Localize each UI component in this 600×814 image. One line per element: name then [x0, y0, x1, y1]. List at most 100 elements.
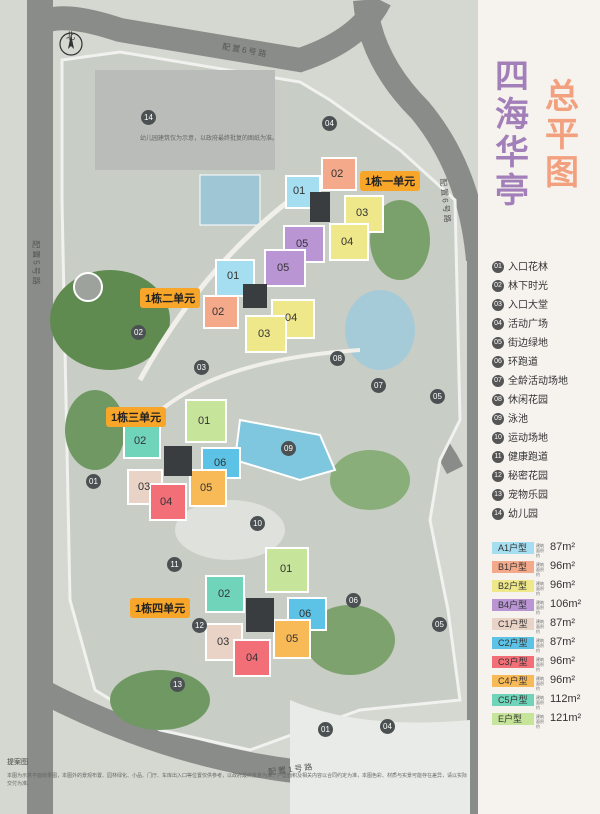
title-char: 平 [545, 116, 579, 154]
building-tag: 1栋四单元 [130, 598, 191, 618]
unit-number: 04 [341, 236, 354, 248]
zone-marker: 13 [170, 677, 185, 692]
unit-type-name: B2户型 [492, 580, 534, 592]
unit-type-row: C5户型建筑面积约 112m² [492, 693, 594, 710]
unit-type-row: B4户型建筑面积约 106m² [492, 598, 594, 615]
unit-number: 02 [212, 306, 225, 318]
unit-block [203, 295, 239, 329]
unit-type-caption: 建筑面积约 [536, 581, 544, 596]
building-1-unit-1 [283, 157, 384, 263]
building-1-unit-3 [123, 399, 241, 521]
unit-type-area: 87m² [550, 541, 576, 553]
unit-block [287, 597, 327, 631]
buildings-layer [123, 157, 384, 677]
zone-marker: 10 [250, 516, 265, 531]
zone-marker: 01 [318, 722, 333, 737]
unit-block [185, 399, 227, 443]
core [243, 284, 267, 308]
compass-icon [59, 32, 83, 56]
zone-marker: 14 [141, 110, 156, 125]
unit-type-row: B1户型建筑面积约 96m² [492, 560, 594, 577]
unit-type-area: 121m² [550, 712, 582, 724]
unit-block [329, 223, 369, 261]
unit-block [321, 157, 357, 191]
unit-type-caption: 建筑面积约 [536, 657, 544, 672]
zone-marker: 06 [346, 593, 361, 608]
unit-type-name: C5户型 [492, 694, 534, 706]
zone-marker: 02 [131, 325, 146, 340]
unit-number: 03 [258, 328, 271, 340]
unit-type-name: E户型 [492, 713, 534, 725]
unit-type-caption: 建筑面积约 [536, 714, 544, 729]
title-char: 总 [545, 78, 579, 116]
unit-number: 05 [277, 262, 290, 274]
north-label: 北 [66, 31, 76, 41]
unit-type-caption: 建筑面积约 [536, 638, 544, 653]
unit-type-caption: 建筑面积约 [536, 543, 544, 558]
title-char: 海 [495, 96, 529, 134]
unit-type-caption: 建筑面积约 [536, 562, 544, 577]
unit-type-name: C4户型 [492, 675, 534, 687]
unit-type-caption: 建筑面积约 [536, 695, 544, 710]
unit-block [264, 249, 306, 287]
building-tag: 1栋三单元 [106, 407, 167, 427]
zone-marker: 04 [322, 116, 337, 131]
unit-type-row: B2户型建筑面积约 96m² [492, 579, 594, 596]
unit-number: 05 [296, 238, 309, 250]
unit-block [233, 639, 271, 677]
unit-block [123, 423, 161, 459]
unit-type-area: 96m² [550, 560, 576, 572]
unit-block [265, 547, 309, 593]
unit-type-name: B4户型 [492, 599, 534, 611]
unit-number: 03 [138, 481, 151, 493]
unit-number: 03 [217, 636, 230, 648]
unit-type-name: C1户型 [492, 618, 534, 630]
unit-block [149, 483, 187, 521]
core [310, 192, 330, 222]
zone-marker: 01 [86, 474, 101, 489]
unit-type-area: 96m² [550, 579, 576, 591]
title-char: 华 [495, 134, 529, 172]
zone-marker: 11 [167, 557, 182, 572]
building-1-unit-2 [203, 249, 315, 353]
building-1-unit-4 [205, 547, 327, 677]
site-plan-map: 北 配置6号路 配置6号路 配置5号路 配置1号路 幼儿园建筑仅为示意，以政府最… [0, 0, 478, 814]
zone-marker: 05 [430, 389, 445, 404]
title-plan-name: 总 平 图 [542, 78, 582, 192]
unit-number: 05 [286, 633, 299, 645]
unit-type-caption: 建筑面积约 [536, 600, 544, 615]
unit-number: 04 [160, 496, 173, 508]
unit-type-caption: 建筑面积约 [536, 619, 544, 634]
unit-number: 02 [218, 588, 231, 600]
unit-type-area: 96m² [550, 655, 576, 667]
title-project-name: 四 海 华 亭 [492, 58, 532, 210]
unit-type-area: 112m² [550, 693, 581, 705]
zone-marker: 04 [380, 719, 395, 734]
unit-number: 02 [134, 435, 147, 447]
unit-number-layer: 01 02 03 04 05 01 02 03 04 05 01 02 03 0… [134, 168, 368, 664]
unit-type-area: 106m² [550, 598, 582, 610]
unit-block [189, 469, 227, 507]
zone-marker: 07 [371, 378, 386, 393]
unit-number: 01 [293, 185, 306, 197]
unit-number: 02 [331, 168, 344, 180]
zone-marker: 08 [330, 351, 345, 366]
unit-number: 04 [285, 312, 298, 324]
unit-type-name: B1户型 [492, 561, 534, 573]
unit-block [245, 315, 287, 353]
building-tag: 1栋二单元 [140, 288, 201, 308]
